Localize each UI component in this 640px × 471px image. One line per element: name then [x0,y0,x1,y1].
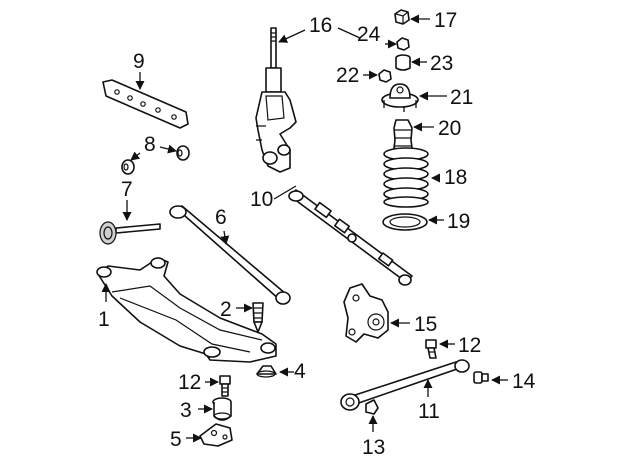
part-9-bracket [102,79,189,129]
part-23-bushing [395,54,411,71]
callout-9: 9 [133,50,145,73]
callout-10: 10 [250,188,273,211]
part-7-bolt [99,221,161,245]
part-2-bolt [252,302,264,333]
callout-14: 14 [512,370,536,393]
part-5-bracket [199,423,233,447]
callout-12-right: 12 [458,334,481,357]
callout-11: 11 [418,400,440,423]
callout-21: 21 [450,86,473,109]
callout-3: 3 [180,399,192,422]
callout-8: 8 [144,133,156,156]
callout-22: 22 [336,64,359,87]
part-19-spring-seat [382,213,428,231]
callout-4: 4 [294,360,306,383]
callout-1: 1 [98,308,110,331]
callout-15: 15 [414,313,437,336]
part-17-nut [394,9,410,25]
part-3-bushing [212,397,232,421]
part-16-strut [255,27,297,173]
part-24-nut [396,37,410,51]
callout-13: 13 [362,436,385,459]
callout-17: 17 [434,9,457,32]
callout-24: 24 [357,23,381,46]
callout-12-left: 12 [178,371,201,394]
callout-7: 7 [121,178,133,201]
part-12-bolt-left [219,375,231,397]
part-10-link-rod [288,189,413,286]
part-18-coil-spring [383,147,429,208]
part-8-bushings [121,145,190,175]
callout-6: 6 [215,206,227,229]
callout-18: 18 [444,166,467,189]
callout-labels: 1 2 3 4 5 6 7 8 9 10 11 12 12 13 14 15 1… [98,9,536,459]
part-22-nut [378,69,392,83]
part-1-crossmember [96,257,277,363]
part-20-bump-stop [393,119,413,153]
callout-2: 2 [220,298,232,321]
part-6-control-arm [169,205,291,305]
part-4-mount [256,365,277,378]
part-21-strut-mount [381,83,419,112]
callout-20: 20 [438,117,461,140]
callout-23: 23 [430,52,453,75]
part-13-bracket [365,399,379,415]
part-12-bolt-right [425,339,437,359]
part-14-bolt [473,371,489,384]
part-15-knuckle [343,283,389,343]
callout-16: 16 [309,14,332,37]
callout-5: 5 [170,428,182,451]
leader-lines [101,14,508,443]
callout-19: 19 [447,210,470,233]
part-11-lateral-arm [340,359,470,411]
